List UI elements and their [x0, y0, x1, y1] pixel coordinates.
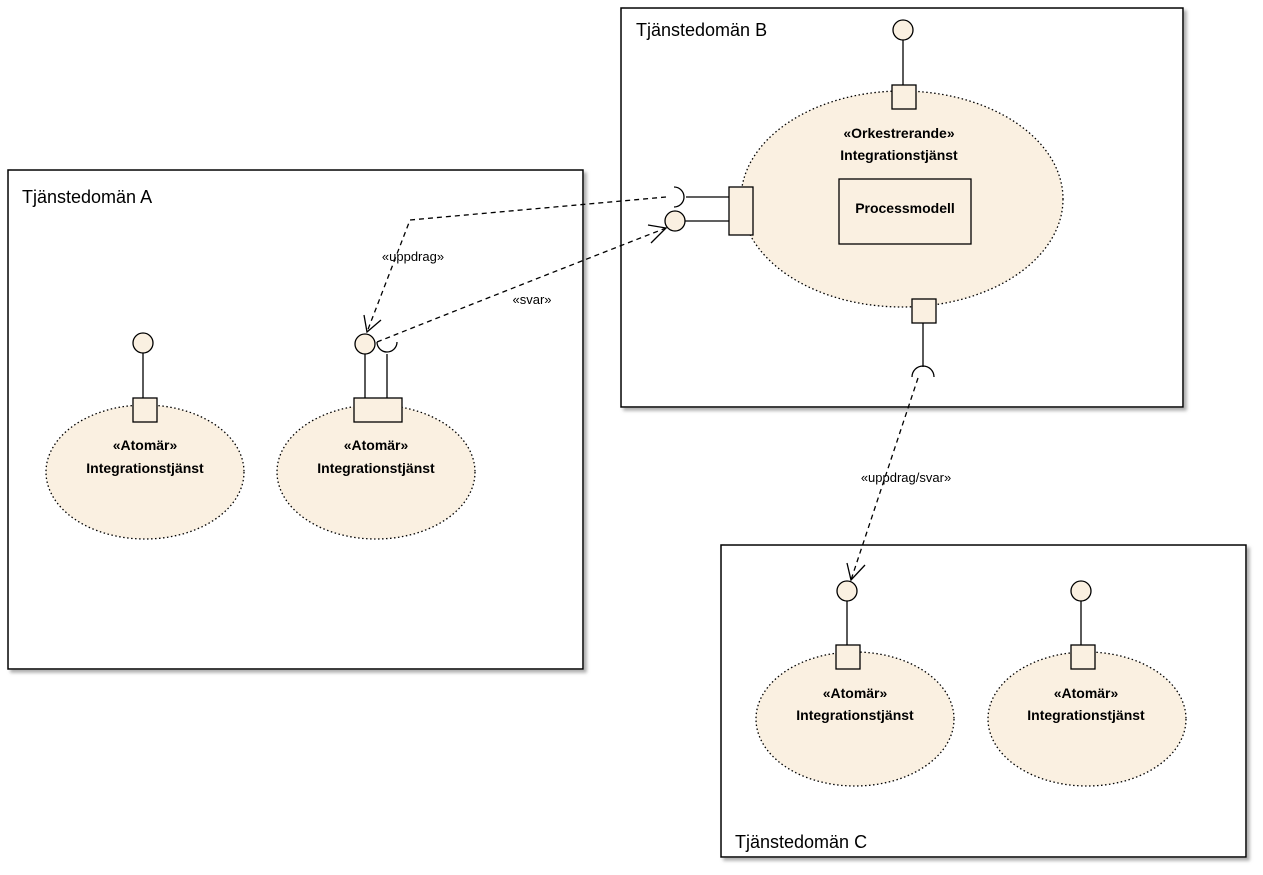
service-a1-name: Integrationstjänst	[86, 460, 204, 476]
service-b1-left-port	[728, 186, 754, 236]
edge-uppdrag-label: «uppdrag»	[382, 249, 444, 264]
service-c2-ellipse	[987, 651, 1187, 787]
process-model-label: Processmodell	[855, 200, 955, 216]
service-a2-stereotype: «Atomär»	[344, 437, 409, 453]
service-c1: «Atomär» Integrationstjänst	[755, 580, 955, 787]
service-c1-stereotype: «Atomär»	[823, 685, 888, 701]
edge-uppdrag-svar: «uppdrag/svar»	[846, 377, 951, 582]
service-c1-name: Integrationstjänst	[796, 707, 914, 723]
provided-interface-icon	[132, 332, 154, 354]
service-b1: «Orkestrerande» Integrationstjänst Proce…	[664, 19, 1064, 378]
domain-a-title: Tjänstedomän A	[22, 187, 152, 207]
edge-svar-label: «svar»	[512, 292, 551, 307]
service-c2-port	[1070, 644, 1096, 670]
service-a1-stereotype: «Atomär»	[113, 437, 178, 453]
service-c1-ellipse	[755, 651, 955, 787]
provided-interface-icon	[354, 333, 376, 355]
service-a1: «Atomär» Integrationstjänst	[45, 332, 245, 540]
provided-interface-icon	[664, 210, 686, 232]
arrowhead-icon	[647, 224, 668, 244]
service-a2: «Atomär» Integrationstjänst	[276, 333, 476, 540]
provided-interface-icon	[892, 19, 914, 41]
provided-interface-icon	[836, 580, 858, 602]
service-b1-top-port	[891, 84, 917, 110]
required-interface-icon	[376, 341, 398, 353]
process-model-box	[838, 178, 972, 245]
edge-uppdrag-line	[366, 196, 667, 333]
service-b1-name: Integrationstjänst	[840, 147, 958, 163]
domain-b-title: Tjänstedomän B	[636, 20, 767, 40]
edge-uppdrag-svar-label: «uppdrag/svar»	[861, 470, 951, 485]
service-c2-name: Integrationstjänst	[1027, 707, 1145, 723]
arrowhead-icon	[846, 562, 866, 582]
service-c1-port	[835, 644, 861, 670]
service-c2-stereotype: «Atomär»	[1054, 685, 1119, 701]
required-interface-icon	[911, 365, 935, 378]
service-b1-stereotype: «Orkestrerande»	[843, 125, 955, 141]
service-a2-port	[353, 397, 403, 423]
arrowhead-icon	[363, 314, 382, 334]
service-b1-bottom-port	[911, 298, 937, 324]
edge-svar-line	[376, 227, 667, 343]
service-a1-port	[132, 397, 158, 423]
domain-b: Tjänstedomän B	[620, 7, 1184, 408]
provided-interface-icon	[1070, 580, 1092, 602]
service-c2: «Atomär» Integrationstjänst	[987, 580, 1187, 787]
edge-svar: «svar»	[376, 224, 668, 343]
service-a1-ellipse	[45, 404, 245, 540]
edge-uppdrag: «uppdrag»	[363, 196, 667, 334]
service-a2-name: Integrationstjänst	[317, 460, 435, 476]
service-a2-ellipse	[276, 404, 476, 540]
domain-c-title: Tjänstedomän C	[735, 832, 867, 852]
required-interface-icon	[673, 186, 685, 208]
